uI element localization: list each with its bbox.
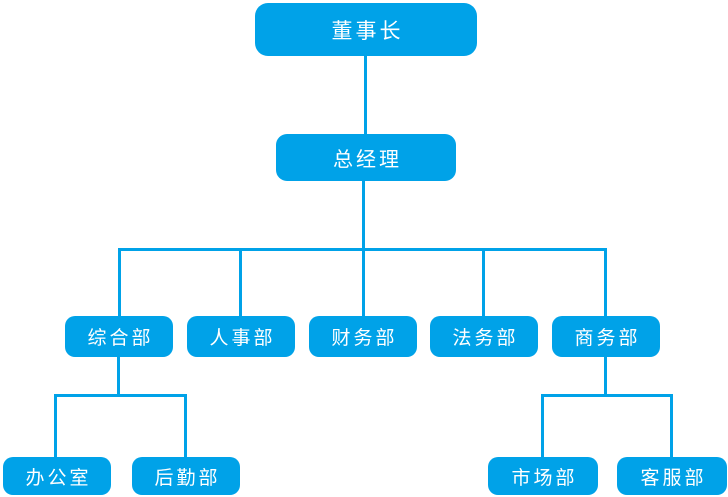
connector-drop-office — [54, 394, 57, 457]
node-general-manager[interactable]: 总经理 — [276, 134, 456, 181]
node-business-label: 商务部 — [574, 327, 641, 349]
node-logistics[interactable]: 后勤部 — [132, 457, 240, 495]
node-marketing[interactable]: 市场部 — [488, 457, 598, 495]
connector-business-stub — [604, 357, 607, 397]
connector-drop-business — [604, 248, 607, 316]
node-office-label: 办公室 — [25, 466, 92, 489]
node-customer-service-label: 客服部 — [640, 466, 707, 489]
connector-drop-legal — [482, 248, 485, 316]
node-hr[interactable]: 人事部 — [187, 316, 295, 357]
node-chairman[interactable]: 董事长 — [255, 3, 477, 56]
node-hr-label: 人事部 — [209, 327, 276, 349]
connector-general-affairs-bus — [54, 394, 187, 397]
node-general-manager-label: 总经理 — [333, 147, 402, 171]
connector-drop-general-affairs — [118, 248, 121, 316]
connector-business-bus — [541, 394, 673, 397]
node-customer-service[interactable]: 客服部 — [617, 457, 727, 495]
node-general-affairs-label: 综合部 — [87, 327, 154, 349]
connector-drop-customer-service — [670, 394, 673, 457]
connector-general-affairs-stub — [117, 357, 120, 397]
node-marketing-label: 市场部 — [511, 466, 578, 489]
node-legal-label: 法务部 — [452, 327, 519, 349]
connector-drop-logistics — [184, 394, 187, 457]
node-finance-label: 财务部 — [331, 327, 398, 349]
connector-drop-hr — [239, 248, 242, 316]
connector-chairman-general-manager — [364, 56, 367, 134]
node-business[interactable]: 商务部 — [552, 316, 660, 357]
node-legal[interactable]: 法务部 — [430, 316, 538, 357]
node-general-affairs[interactable]: 综合部 — [65, 316, 173, 357]
node-chairman-label: 董事长 — [331, 18, 404, 43]
connector-level3-bus — [118, 248, 607, 251]
connector-drop-marketing — [541, 394, 544, 457]
node-logistics-label: 后勤部 — [154, 466, 221, 489]
node-finance[interactable]: 财务部 — [309, 316, 417, 357]
node-office[interactable]: 办公室 — [3, 457, 111, 495]
